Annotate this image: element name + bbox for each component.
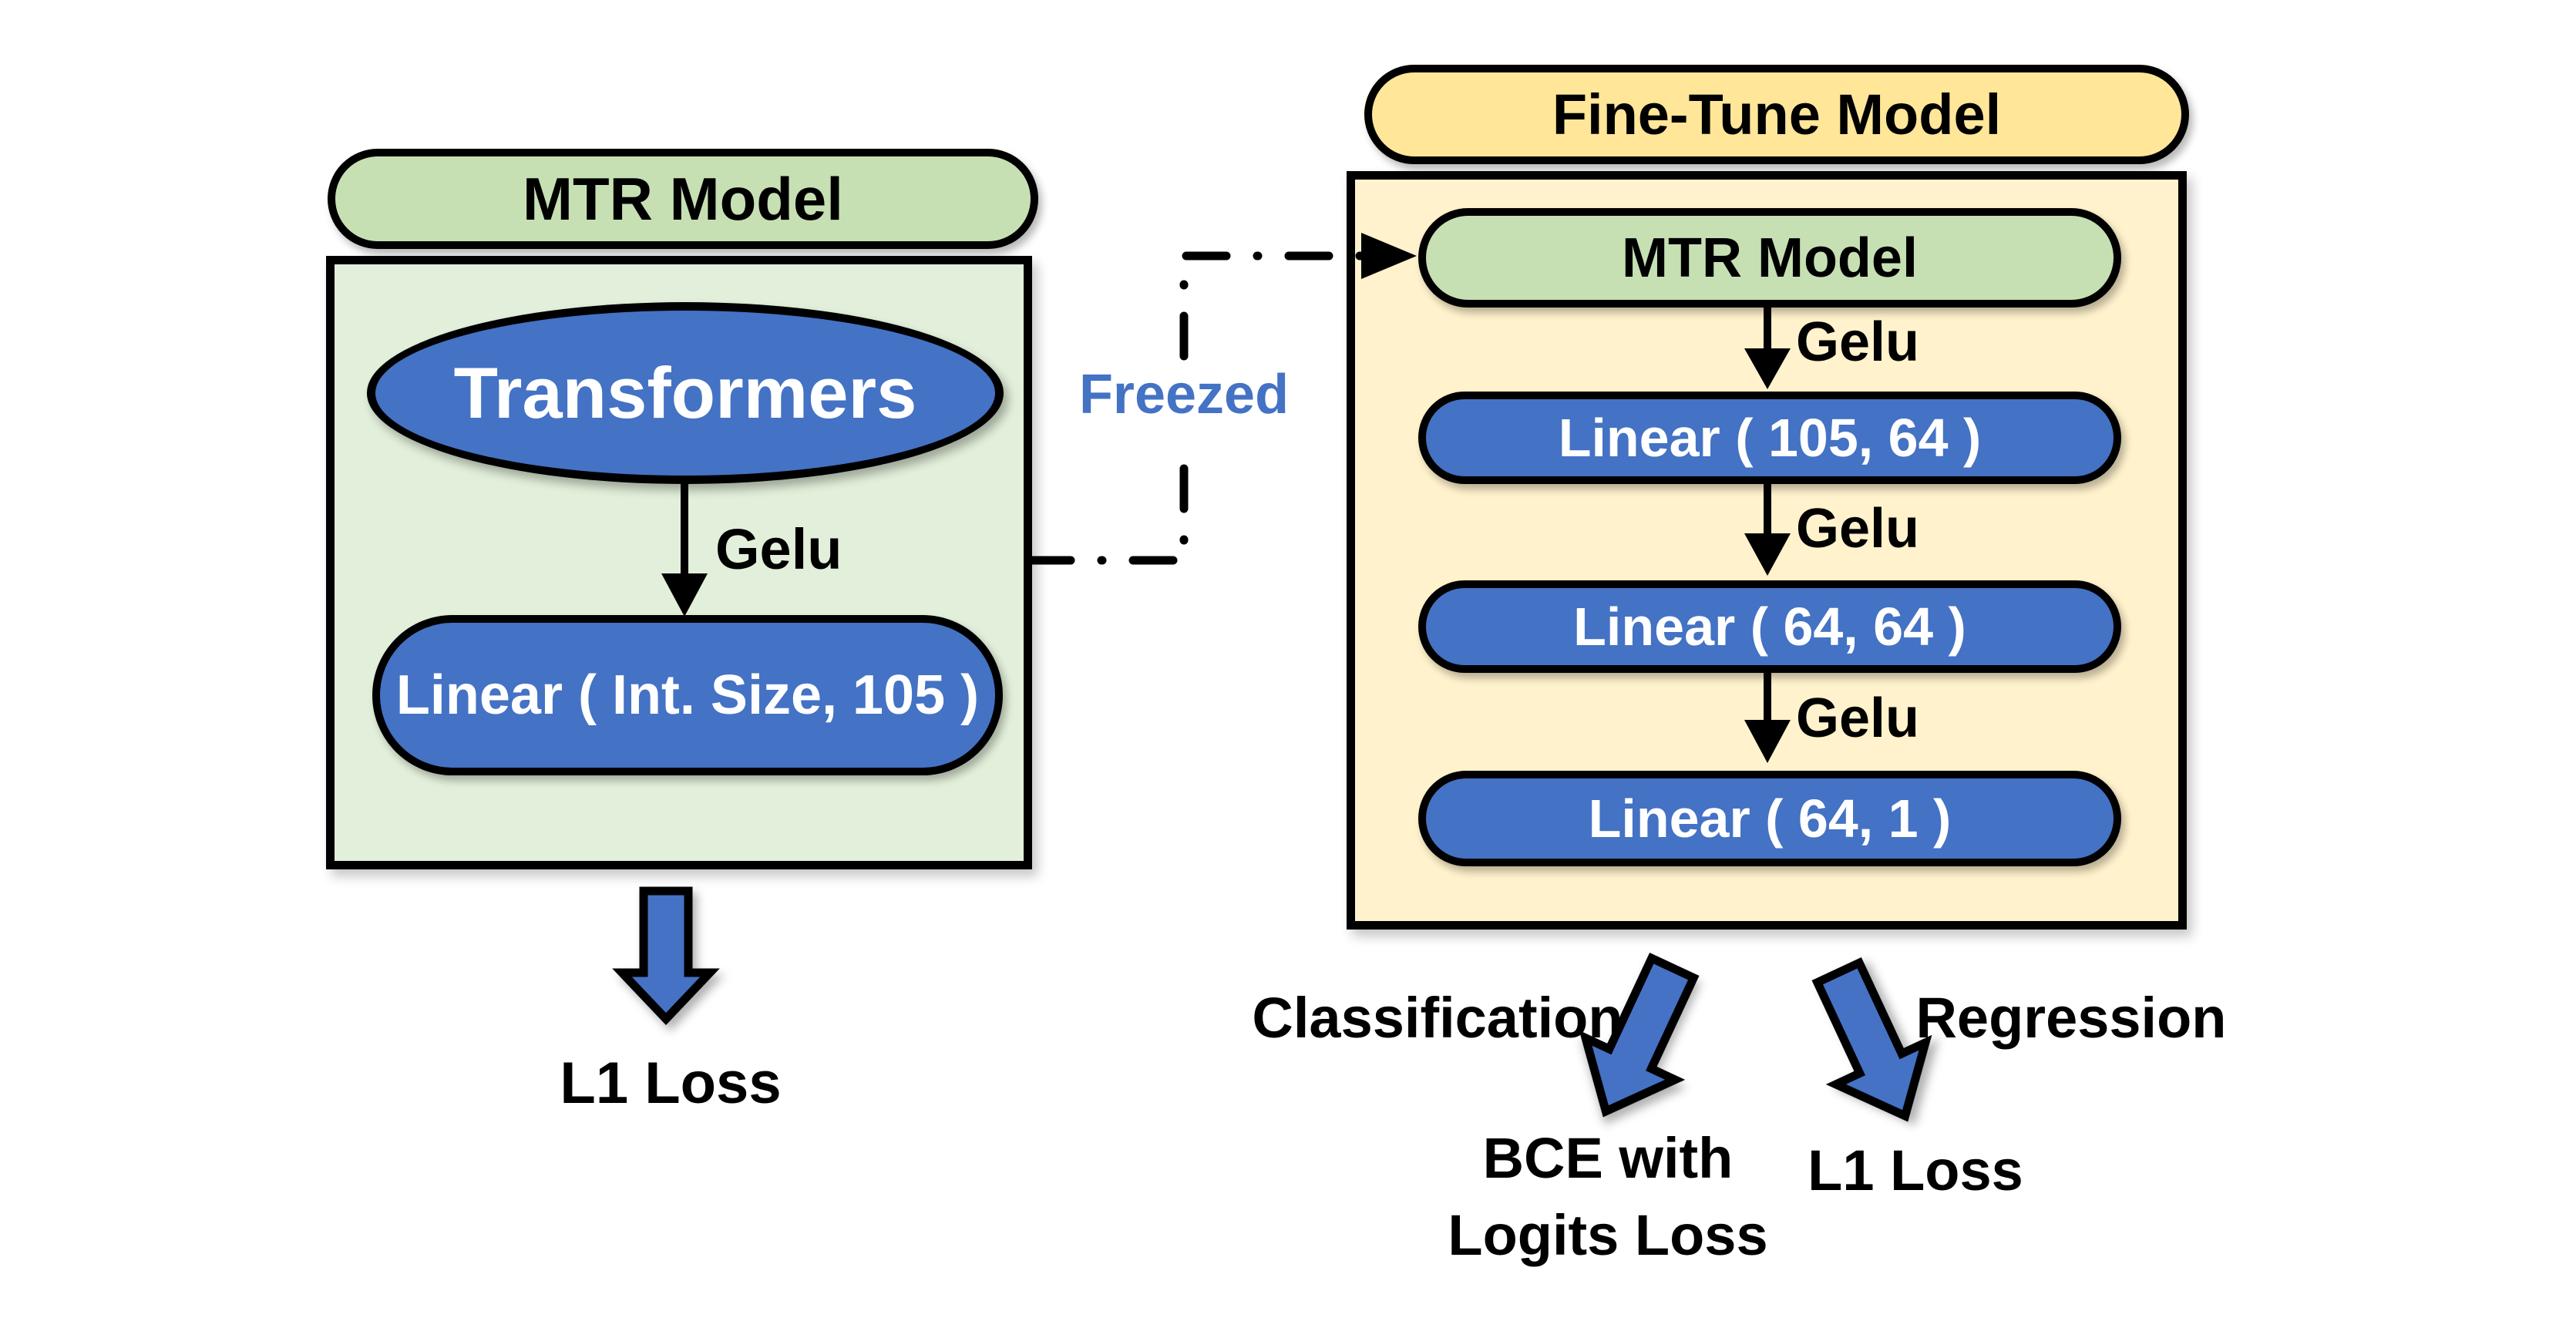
ft-gelu-label-1: Gelu: [1796, 311, 1920, 373]
transformers-node: Transformers: [367, 302, 1004, 484]
mtr-linear-node: Linear ( Int. Size, 105 ): [372, 615, 1003, 775]
ft-gelu-label-2: Gelu: [1796, 498, 1920, 560]
ft-arrowhead-3: [1744, 720, 1791, 763]
ft-arrowhead-2: [1744, 533, 1791, 576]
bce-loss-line1: BCE with: [1482, 1126, 1734, 1190]
mtr-l1-loss-label: L1 Loss: [560, 1051, 782, 1116]
mtr-linear-label: Linear ( Int. Size, 105 ): [395, 664, 980, 726]
ft-linear-label-1: Linear ( 105, 64 ): [1558, 408, 1982, 468]
freezed-connector-lower: [1026, 442, 1189, 565]
ft-mtr-model-label: MTR Model: [1622, 227, 1918, 289]
mtr-model-title: MTR Model: [523, 164, 843, 233]
regression-block-arrow: [1811, 957, 1932, 1122]
classification-block-arrow: [1579, 953, 1700, 1118]
freezed-connector-arrowhead: [1361, 233, 1417, 279]
mtr-gelu-label: Gelu: [715, 517, 842, 581]
ft-linear-node-1: Linear ( 105, 64 ): [1418, 392, 2121, 484]
transformers-label: Transformers: [453, 352, 917, 433]
regression-label: Regression: [1915, 986, 2227, 1050]
ft-linear-label-3: Linear ( 64, 1 ): [1588, 788, 1952, 849]
regression-l1-loss-label: L1 Loss: [1808, 1138, 2023, 1202]
mtr-loss-block-arrow: [612, 886, 720, 1025]
fine-tune-title: Fine-Tune Model: [1552, 82, 2002, 146]
fine-tune-title-pill: Fine-Tune Model: [1364, 65, 2189, 164]
transformers-to-linear-arrowhead: [661, 573, 708, 617]
classification-label: Classification: [1252, 986, 1623, 1050]
ft-mtr-model-pill: MTR Model: [1418, 208, 2121, 308]
ft-arrowhead-1: [1744, 348, 1791, 389]
ft-linear-label-2: Linear ( 64, 64 ): [1573, 597, 1966, 657]
freezed-connector-upper: [1179, 251, 1366, 361]
ft-gelu-label-3: Gelu: [1796, 688, 1920, 749]
ft-linear-node-2: Linear ( 64, 64 ): [1418, 580, 2121, 673]
freezed-label: Freezed: [1078, 364, 1290, 425]
bce-loss-line2: Logits Loss: [1448, 1203, 1768, 1267]
mtr-model-title-pill: MTR Model: [328, 149, 1038, 249]
ft-linear-node-3: Linear ( 64, 1 ): [1418, 771, 2121, 866]
